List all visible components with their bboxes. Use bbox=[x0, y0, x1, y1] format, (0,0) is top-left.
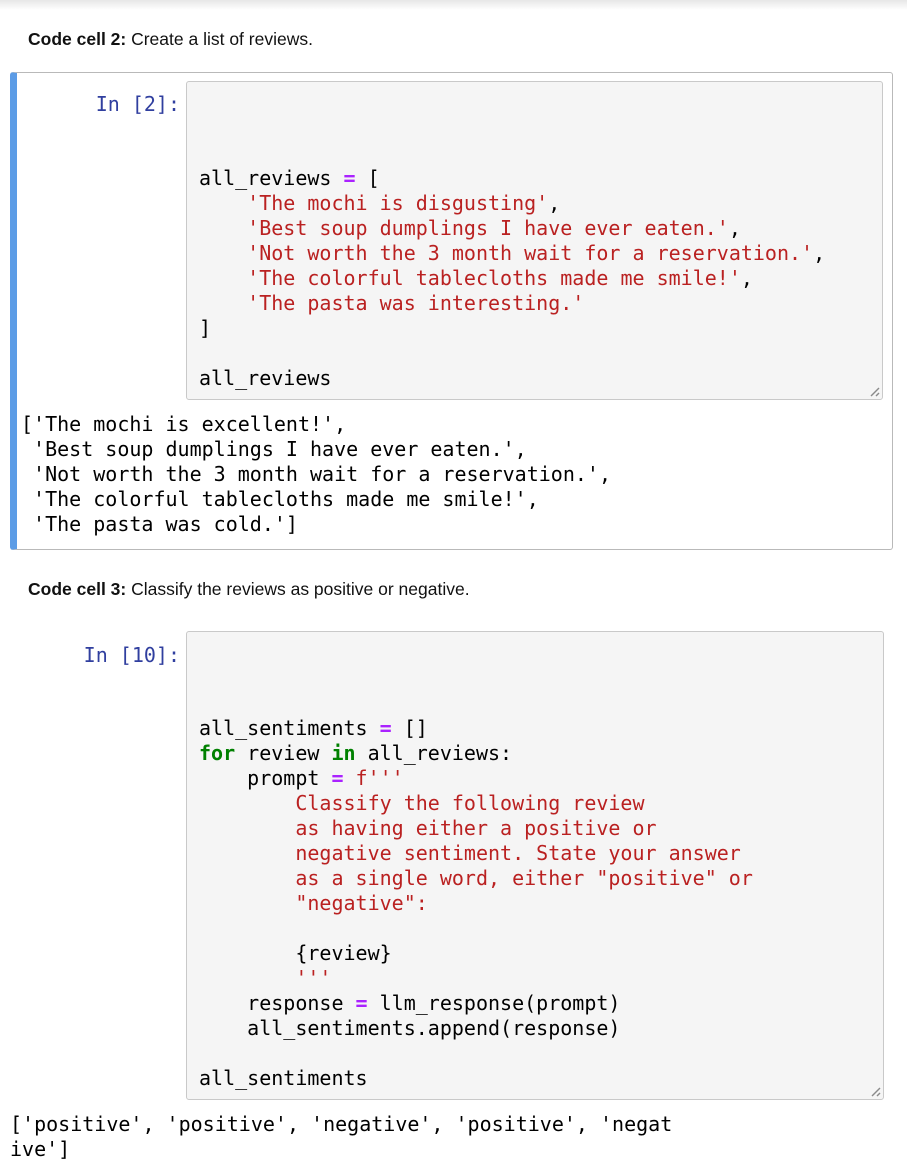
resize-grip-icon[interactable] bbox=[869, 1085, 881, 1097]
resize-grip-icon[interactable] bbox=[868, 385, 880, 397]
cell3-code-editor[interactable]: all_sentiments = []for review in all_rev… bbox=[186, 631, 884, 1100]
cell2-input-prompt: In [2]: bbox=[95, 92, 180, 116]
cell3-input-prompt: In [10]: bbox=[83, 643, 180, 667]
cell2-output: ['The mochi is excellent!', 'Best soup d… bbox=[21, 412, 612, 536]
cell3-heading: Code cell 3: Classify the reviews as pos… bbox=[28, 578, 907, 600]
cell3-heading-text: Classify the reviews as positive or nega… bbox=[126, 579, 470, 599]
cell2-heading-label: Code cell 2: bbox=[28, 29, 127, 49]
cell3-output: ['positive', 'positive', 'negative', 'po… bbox=[10, 1112, 673, 1161]
cell2-heading: Code cell 2: Create a list of reviews. bbox=[28, 28, 907, 50]
cell2-code-editor[interactable]: all_reviews = [ 'The mochi is disgusting… bbox=[186, 81, 883, 400]
page-top-fade bbox=[0, 0, 907, 10]
code-cell-3: In [10]: all_sentiments = []for review i… bbox=[0, 631, 907, 1162]
cell2-heading-text: Create a list of reviews. bbox=[126, 29, 313, 49]
cell3-heading-label: Code cell 3: bbox=[28, 579, 127, 599]
code-cell-2: In [2]: all_reviews = [ 'The mochi is di… bbox=[10, 72, 893, 550]
